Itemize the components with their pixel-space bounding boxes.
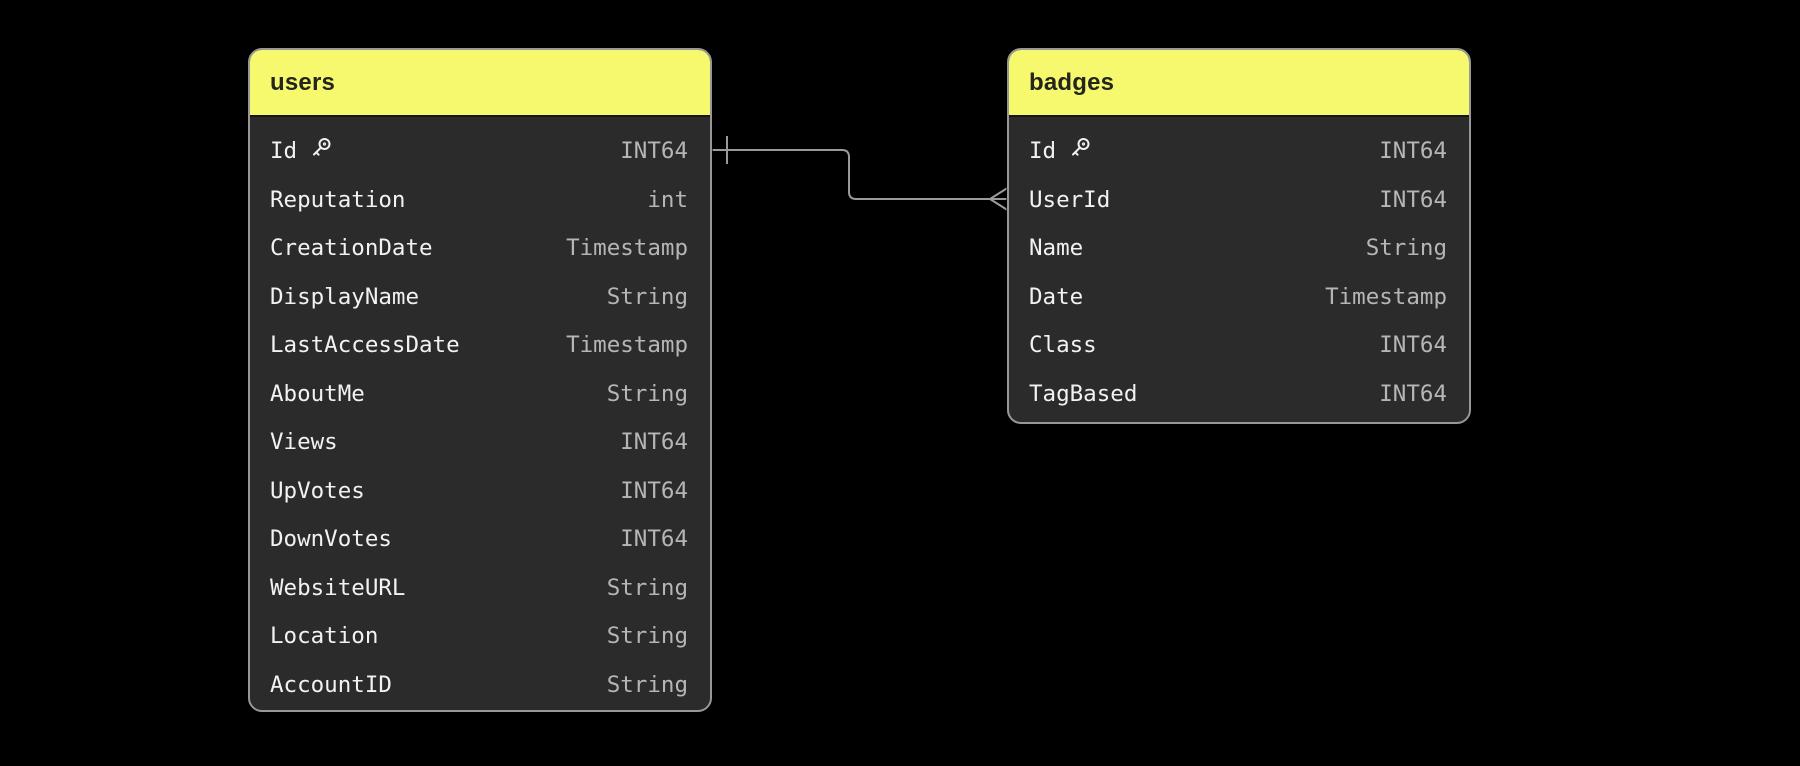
field-row[interactable]: UpVotes INT64 [250,467,710,516]
field-row[interactable]: Class INT64 [1009,321,1469,370]
field-type: Timestamp [566,332,688,359]
field-type: INT64 [620,526,688,553]
field-row[interactable]: Id INT64 [250,127,710,176]
field-type: String [606,671,688,698]
field-name: AboutMe [270,380,365,407]
field-name: Location [270,623,379,650]
field-row[interactable]: AboutMe String [250,370,710,419]
field-row[interactable]: Date Timestamp [1009,273,1469,322]
field-row[interactable]: Reputation int [250,176,710,225]
field-type: INT64 [620,138,688,165]
field-row[interactable]: CreationDate Timestamp [250,224,710,273]
key-icon [1067,135,1093,167]
field-type: INT64 [1379,332,1447,359]
field-type: String [606,574,688,601]
field-type: Timestamp [566,235,688,262]
field-name: Class [1029,332,1097,359]
field-name: UpVotes [270,477,365,504]
field-row[interactable]: Location String [250,612,710,661]
field-name: Id [1029,135,1093,167]
table-badges-header[interactable]: badges [1009,50,1469,117]
field-name: AccountID [270,671,392,698]
connector-path [710,149,990,200]
field-row[interactable]: WebsiteURL String [250,564,710,613]
field-row[interactable]: UserId INT64 [1009,176,1469,225]
field-name: Id [270,135,334,167]
field-type: INT64 [620,429,688,456]
field-row[interactable]: DisplayName String [250,273,710,322]
field-type: INT64 [1379,186,1447,213]
field-name: Views [270,429,338,456]
field-name: Name [1029,235,1084,262]
field-name: LastAccessDate [270,332,460,359]
field-type: String [606,380,688,407]
field-name: WebsiteURL [270,574,406,601]
field-row[interactable]: Views INT64 [250,418,710,467]
field-type: String [1365,235,1447,262]
field-name-text: Id [270,138,298,165]
key-icon [308,135,334,167]
field-name-text: Id [1029,138,1057,165]
field-row[interactable]: DownVotes INT64 [250,515,710,564]
field-name: DownVotes [270,526,392,553]
field-row[interactable]: TagBased INT64 [1009,370,1469,419]
field-type: INT64 [1379,380,1447,407]
field-row[interactable]: Id INT64 [1009,127,1469,176]
field-row[interactable]: Name String [1009,224,1469,273]
field-type: int [647,186,688,213]
table-title: badges [1029,68,1115,96]
field-name: TagBased [1029,380,1138,407]
table-title: users [270,68,336,96]
field-name: UserId [1029,186,1111,213]
field-name: Date [1029,283,1084,310]
field-row[interactable]: AccountID String [250,661,710,710]
field-name: DisplayName [270,283,420,310]
field-name: Reputation [270,186,406,213]
field-row[interactable]: LastAccessDate Timestamp [250,321,710,370]
field-name: CreationDate [270,235,433,262]
field-type: Timestamp [1325,283,1447,310]
table-users-header[interactable]: users [250,50,710,117]
field-type: INT64 [1379,138,1447,165]
field-type: String [606,623,688,650]
field-type: INT64 [620,477,688,504]
field-type: String [606,283,688,310]
